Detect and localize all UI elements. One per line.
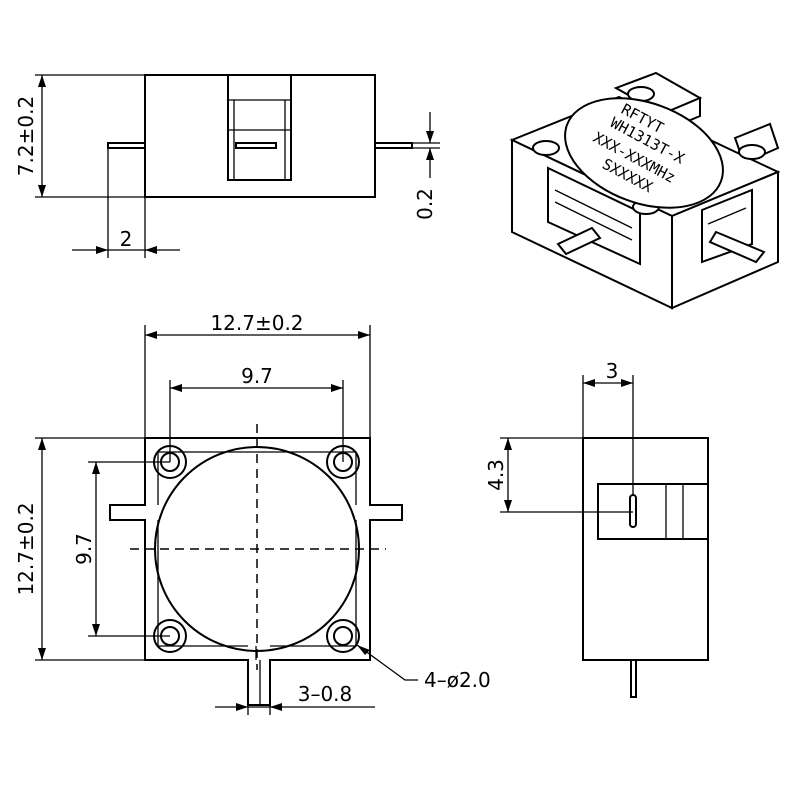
dim-hole-spacing-x: 9.7 bbox=[241, 364, 273, 388]
iso-label-disk bbox=[564, 97, 724, 209]
dim-hole-spacing-y: 9.7 bbox=[72, 533, 96, 565]
top-view-pin-left bbox=[107, 142, 146, 149]
dim-pin-offset: 2 bbox=[120, 227, 133, 251]
front-view: 12.7±0.2 9.7 12.7±0.2 9.7 3–0.8 4–ø2.0 bbox=[14, 311, 491, 715]
dim-height-side: 4.3 bbox=[484, 459, 508, 491]
iso-pin-left bbox=[556, 226, 602, 256]
iso-hole-front-left bbox=[532, 140, 560, 156]
top-view: 7.2±0.2 0.2 2 bbox=[14, 74, 440, 258]
dim-pin-thickness: 0.2 bbox=[413, 188, 437, 220]
iso-pin-right bbox=[708, 230, 766, 264]
dim-pin-spec: 3–0.8 bbox=[298, 682, 353, 706]
top-view-pin-right bbox=[374, 142, 413, 149]
dim-holes: 4–ø2.0 bbox=[424, 668, 491, 692]
dim-width: 12.7±0.2 bbox=[210, 311, 303, 335]
top-view-pin-slot bbox=[235, 142, 277, 149]
isometric-view: RFTYT WH1313T-X XXX-XXXMHz SXXXXX bbox=[509, 71, 781, 310]
dim-pin-offset-side: 3 bbox=[606, 359, 619, 383]
dim-height-top: 7.2±0.2 bbox=[14, 96, 38, 176]
iso-hole-right bbox=[738, 144, 766, 160]
side-view: 3 4.3 bbox=[484, 359, 709, 698]
top-view-center-block bbox=[227, 75, 292, 181]
side-view-body bbox=[582, 437, 709, 661]
dim-height-body: 12.7±0.2 bbox=[14, 502, 38, 595]
top-view-body bbox=[144, 74, 376, 198]
front-hole-br bbox=[326, 619, 360, 653]
front-view-outline bbox=[109, 437, 403, 706]
side-view-pin-slot bbox=[629, 494, 637, 528]
side-view-pin bbox=[630, 659, 637, 698]
